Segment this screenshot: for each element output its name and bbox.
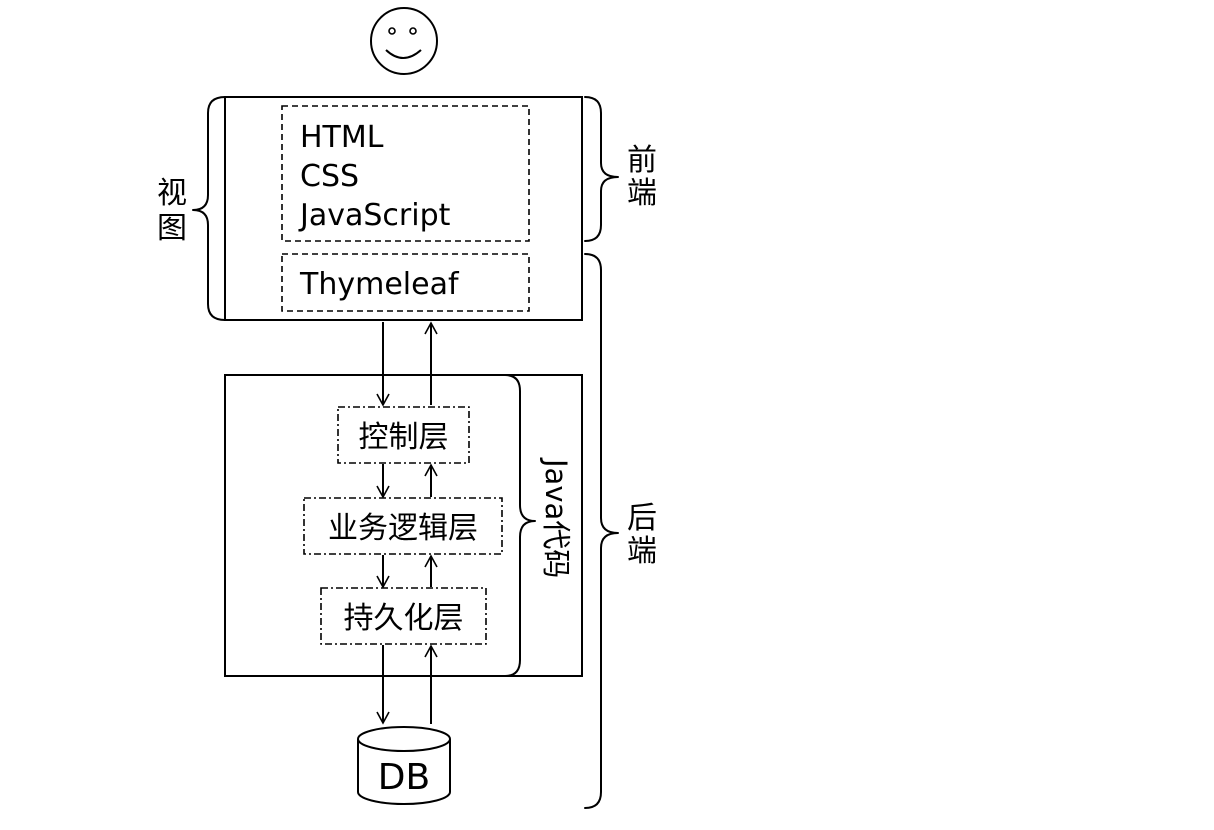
java-code-box	[224, 374, 583, 677]
controller-layer-label: 控制层	[359, 420, 449, 455]
java-code-label: Java代码	[539, 457, 573, 578]
backend-label-char-1: 后	[627, 501, 657, 536]
frontend-brace	[584, 96, 619, 242]
tech-javascript: JavaScript	[298, 198, 451, 233]
tech-css: CSS	[300, 159, 359, 194]
view-label-char-2: 图	[157, 211, 187, 246]
thymeleaf-box	[281, 253, 530, 312]
smiley-face-icon	[370, 7, 438, 75]
view-label-char-1: 视	[157, 176, 187, 211]
frontend-label-char-2: 端	[627, 176, 657, 211]
frontend-label-char-1: 前	[627, 143, 657, 178]
controller-layer-box	[337, 406, 470, 464]
backend-brace	[584, 253, 619, 809]
frontend-tech-box	[281, 105, 530, 242]
service-layer-label: 业务逻辑层	[328, 511, 478, 546]
view-brace	[192, 96, 226, 321]
service-layer-box	[303, 497, 503, 555]
thymeleaf-label: Thymeleaf	[299, 267, 460, 302]
persistence-layer-box	[320, 587, 487, 645]
view-box	[224, 96, 583, 321]
db-label: DB	[378, 757, 430, 798]
java-code-brace	[504, 374, 536, 677]
tech-html: HTML	[300, 120, 384, 155]
backend-label-char-2: 端	[627, 534, 657, 569]
persistence-layer-label: 持久化层	[344, 601, 464, 636]
database-cylinder-icon	[357, 726, 451, 805]
